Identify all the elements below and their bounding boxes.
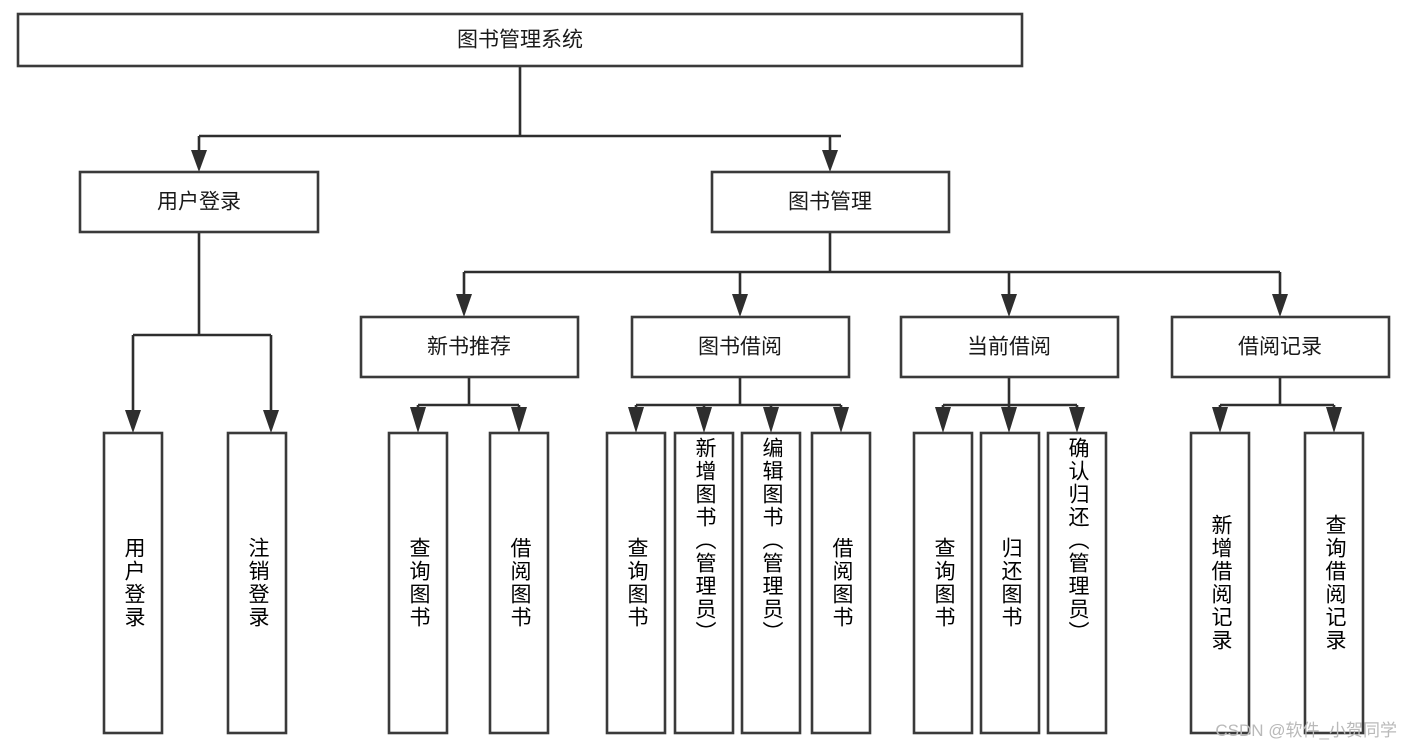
- node-leaf-return-book[interactable]: 归还图书: [979, 431, 1041, 735]
- arrow-head-leaf-borrow-book-a: [511, 407, 527, 433]
- node-user-login-box[interactable]: [78, 170, 320, 234]
- arrow-head-leaf-confirm-return: [1069, 407, 1085, 433]
- arrow-head-leaf-borrow-book-b: [833, 407, 849, 433]
- arrow-head-leaf-add-book: [696, 407, 712, 433]
- node-leaf-edit-book[interactable]: 编辑图书（管理员）: [740, 431, 802, 735]
- node-leaf-add-book-label: 新增图书（管理员）: [693, 437, 716, 644]
- arrow-head-leaf-logout: [263, 410, 279, 433]
- arrow-head-new-book-rec: [456, 294, 472, 317]
- node-leaf-query-book-a-box[interactable]: [387, 431, 449, 735]
- node-leaf-borrow-book-b-box[interactable]: [810, 431, 872, 735]
- node-book-borrow-label: 图书借阅: [698, 336, 782, 359]
- node-current-borrow-box[interactable]: [899, 315, 1120, 379]
- node-new-book-rec-label: 新书推荐: [427, 336, 511, 359]
- node-leaf-add-book[interactable]: 新增图书（管理员）: [673, 431, 735, 735]
- node-leaf-edit-book-label: 编辑图书（管理员）: [760, 437, 783, 644]
- node-borrow-record[interactable]: 借阅记录: [1170, 315, 1391, 379]
- node-leaf-borrow-book-b-label: 借阅图书: [830, 537, 853, 629]
- arrow-head-user-login: [191, 150, 207, 172]
- node-book-borrow-box[interactable]: [630, 315, 851, 379]
- node-leaf-query-book-a-label: 查询图书: [407, 537, 430, 629]
- node-leaf-query-book-a[interactable]: 查询图书: [387, 431, 449, 735]
- node-root-label: 图书管理系统: [457, 29, 583, 52]
- node-leaf-confirm-return-label: 确认归还（管理员）: [1066, 437, 1089, 644]
- node-leaf-user-login-label: 用户登录: [122, 537, 145, 629]
- node-leaf-user-login[interactable]: 用户登录: [102, 431, 164, 735]
- node-leaf-query-book-c-label: 查询图书: [932, 537, 955, 629]
- node-book-manage[interactable]: 图书管理: [710, 170, 951, 234]
- node-current-borrow-label: 当前借阅: [967, 336, 1051, 359]
- csdn-watermark: CSDN @软件_小贺同学: [1215, 721, 1397, 740]
- node-leaf-borrow-book-a-label: 借阅图书: [508, 537, 531, 629]
- arrow-head-leaf-return-book: [1001, 407, 1017, 433]
- node-leaf-query-record-label: 查询借阅记录: [1323, 514, 1346, 652]
- node-new-book-rec-box[interactable]: [359, 315, 580, 379]
- node-leaf-query-book-b-label: 查询图书: [625, 537, 648, 629]
- connectors-group: [125, 66, 1342, 433]
- node-new-book-rec[interactable]: 新书推荐: [359, 315, 580, 379]
- arrow-head-book-borrow: [732, 294, 748, 317]
- node-leaf-add-record-label: 新增借阅记录: [1209, 514, 1232, 652]
- node-root[interactable]: 图书管理系统: [16, 12, 1024, 68]
- node-leaf-query-book-b[interactable]: 查询图书: [605, 431, 667, 735]
- arrow-head-leaf-edit-book: [763, 407, 779, 433]
- arrow-head-leaf-query-book-c: [935, 407, 951, 433]
- node-leaf-borrow-book-b[interactable]: 借阅图书: [810, 431, 872, 735]
- arrow-head-leaf-query-book-a: [410, 407, 426, 433]
- node-leaf-add-book-box[interactable]: [673, 431, 735, 735]
- node-book-borrow[interactable]: 图书借阅: [630, 315, 851, 379]
- node-leaf-query-record-box[interactable]: [1303, 431, 1365, 735]
- node-current-borrow[interactable]: 当前借阅: [899, 315, 1120, 379]
- node-user-login-label: 用户登录: [157, 191, 241, 214]
- node-leaf-confirm-return-box[interactable]: [1046, 431, 1108, 735]
- node-leaf-return-book-box[interactable]: [979, 431, 1041, 735]
- node-book-manage-box[interactable]: [710, 170, 951, 234]
- node-leaf-query-book-c[interactable]: 查询图书: [912, 431, 974, 735]
- node-leaf-logout[interactable]: 注销登录: [226, 431, 288, 735]
- node-leaf-add-record-box[interactable]: [1189, 431, 1251, 735]
- node-leaf-query-book-b-box[interactable]: [605, 431, 667, 735]
- arrow-head-leaf-query-record: [1326, 407, 1342, 433]
- node-leaf-confirm-return[interactable]: 确认归还（管理员）: [1046, 431, 1108, 735]
- node-leaf-query-book-c-box[interactable]: [912, 431, 974, 735]
- arrow-head-borrow-record: [1272, 294, 1288, 317]
- arrow-head-current-borrow: [1001, 294, 1017, 317]
- arrow-head-leaf-add-record: [1212, 407, 1228, 433]
- arrow-head-leaf-user-login: [125, 410, 141, 433]
- node-borrow-record-label: 借阅记录: [1238, 336, 1322, 359]
- node-user-login[interactable]: 用户登录: [78, 170, 320, 234]
- node-leaf-borrow-book-a-box[interactable]: [488, 431, 550, 735]
- node-leaf-add-record[interactable]: 新增借阅记录: [1189, 431, 1251, 735]
- node-book-manage-label: 图书管理: [788, 191, 872, 214]
- node-leaf-query-record[interactable]: 查询借阅记录: [1303, 431, 1365, 735]
- arrow-head-book-manage: [822, 150, 838, 172]
- node-leaf-borrow-book-a[interactable]: 借阅图书: [488, 431, 550, 735]
- node-leaf-logout-box[interactable]: [226, 431, 288, 735]
- node-leaf-edit-book-box[interactable]: [740, 431, 802, 735]
- arrow-head-leaf-query-book-b: [628, 407, 644, 433]
- node-leaf-user-login-box[interactable]: [102, 431, 164, 735]
- node-leaf-return-book-label: 归还图书: [999, 537, 1022, 629]
- node-leaf-logout-label: 注销登录: [246, 537, 269, 629]
- node-borrow-record-box[interactable]: [1170, 315, 1391, 379]
- node-root-box[interactable]: [16, 12, 1024, 68]
